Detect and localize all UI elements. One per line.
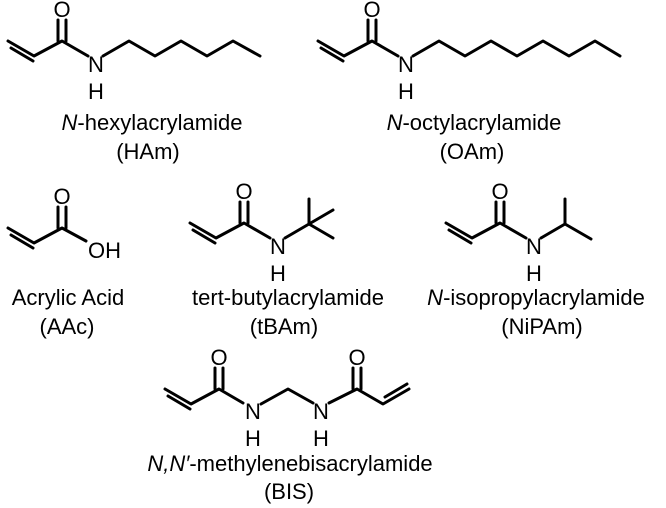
octylacrylamide-name: N-octylacrylamide [387,110,562,135]
octyl-oxygen-atom: O [363,0,380,22]
bis-oxygen-atom-left: O [210,345,227,370]
molecule-methylenebisacrylamide: O O N H N H N,N′-methylenebisacrylamide … [147,345,432,504]
acrylic-acid-skeleton [6,205,88,250]
methylenebisacrylamide-abbrev: (BIS) [264,479,314,504]
hexyl-hydrogen-atom: H [88,79,104,104]
tbutyl-oxygen-atom: O [235,179,252,204]
molecule-acrylic-acid: O OH Acrylic Acid (AAc) [6,184,124,339]
isopropylacrylamide-name: N-isopropylacrylamide [427,285,645,310]
hexyl-nitrogen-atom: N [88,52,104,77]
molecule-tert-butylacrylamide: O N H tert-butylacrylamide (tBAm) [188,179,384,339]
bis-nitrogen-atom-right: N [313,399,329,424]
octylacrylamide-abbrev: (OAm) [440,139,505,164]
isopropylacrylamide-skeleton [444,197,593,245]
acrylic-acid-name: Acrylic Acid [12,285,124,310]
acrylic-oxygen-atom: O [53,184,70,209]
octyl-nitrogen-atom: N [398,52,414,77]
tbutyl-nitrogen-atom: N [270,234,286,259]
isopropyl-nitrogen-atom: N [526,234,542,259]
tert-butylacrylamide-skeleton [188,197,335,245]
isopropyl-oxygen-atom: O [491,179,508,204]
acrylic-hydroxyl-group: OH [88,238,121,263]
hexyl-oxygen-atom: O [53,0,70,22]
acrylic-acid-abbrev: (AAc) [40,314,95,339]
bis-nitrogen-atom-left: N [245,399,261,424]
bis-hydrogen-atom-right: H [313,426,329,451]
bis-hydrogen-atom-left: H [245,426,261,451]
octyl-hydrogen-atom: H [398,79,414,104]
molecule-hexylacrylamide: O N H N-hexylacrylamide (HAm) [6,0,262,164]
methylenebisacrylamide-skeleton [163,366,411,411]
molecule-isopropylacrylamide: O N H N-isopropylacrylamide (NiPAm) [427,179,645,339]
hexylacrylamide-abbrev: (HAm) [116,139,180,164]
tert-butylacrylamide-name: tert-butylacrylamide [192,285,384,310]
tert-butylacrylamide-abbrev: (tBAm) [250,314,318,339]
methylenebisacrylamide-name: N,N′-methylenebisacrylamide [147,451,432,476]
hexylacrylamide-skeleton [6,18,262,63]
isopropylacrylamide-abbrev: (NiPAm) [501,314,582,339]
octylacrylamide-skeleton [316,18,622,63]
hexylacrylamide-name: N-hexylacrylamide [62,110,243,135]
tbutyl-hydrogen-atom: H [270,261,286,286]
bis-oxygen-atom-right: O [348,345,365,370]
isopropyl-hydrogen-atom: H [526,261,542,286]
molecule-octylacrylamide: O N H N-octylacrylamide (OAm) [316,0,622,164]
